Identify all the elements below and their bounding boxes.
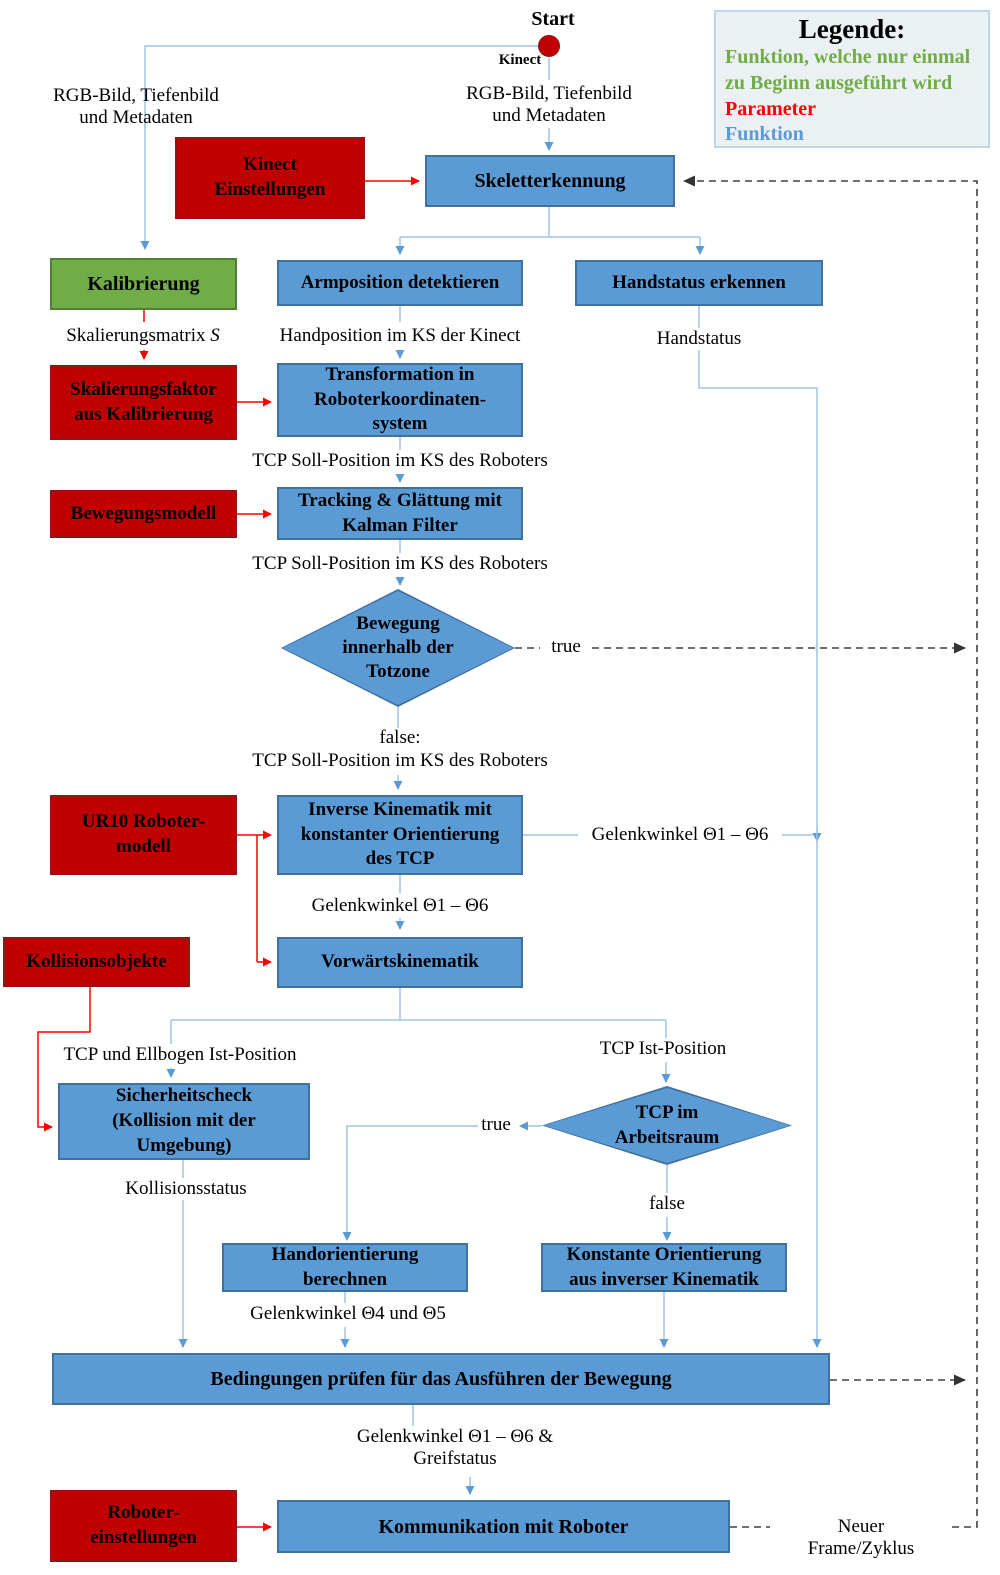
start-label: Start: [531, 8, 575, 30]
legend-item-parameter: Parameter: [725, 97, 817, 120]
label-true-totzone: true: [551, 636, 581, 657]
node-bedingungen: Bedingungen prüfen für das Ausführen der…: [52, 1353, 830, 1405]
node-ur10-modell: UR10 Roboter- modell: [50, 795, 237, 875]
label-tcp-ist: TCP Ist-Position: [599, 1038, 727, 1059]
node-kommunikation: Kommunikation mit Roboter: [277, 1500, 730, 1553]
node-handorientierung: Handorientierung berechnen: [222, 1243, 468, 1292]
node-armposition: Armposition detektieren: [277, 260, 523, 306]
node-inverse-kinematik: Inverse Kinematik mit konstanter Orienti…: [277, 795, 523, 875]
label-handposition: Handposition im KS der Kinect: [279, 325, 521, 346]
edge-true-to-handorientierung: [342, 1125, 478, 1241]
node-handstatus-erkennen: Handstatus erkennen: [575, 260, 823, 306]
label-tcp-soll-2: TCP Soll-Position im KS des Roboters: [252, 553, 548, 574]
node-kollisionsobjekte: Kollisionsobjekte: [3, 937, 190, 987]
node-transformation: Transformation in Roboterkoordinaten- sy…: [277, 363, 523, 437]
node-sicherheitscheck: Sicherheitscheck (Kollision mit der Umge…: [58, 1083, 310, 1160]
node-bewegungsmodell: Bewegungsmodell: [50, 490, 237, 538]
label-gelenkwinkel-greif: Gelenkwinkel Θ1 – Θ6 & Greifstatus: [356, 1426, 554, 1470]
label-gelenkwinkel-below: Gelenkwinkel Θ1 – Θ6: [311, 895, 489, 916]
legend-box: Legende: Funktion, welche nur einmal zu …: [714, 10, 990, 148]
node-skalierungsfaktor: Skalierungsfaktor aus Kalibrierung: [50, 365, 237, 440]
node-kalibrierung: Kalibrierung: [50, 258, 237, 310]
arbeitsraum-diamond: TCP im Arbeitsraum: [544, 1088, 790, 1163]
node-vorwaertskinematik: Vorwärtskinematik: [277, 937, 523, 988]
edge-vorwaerts-split: [170, 988, 667, 1044]
edge-cycle-loop: [683, 175, 978, 1528]
kinect-label: Kinect: [498, 52, 542, 68]
node-konstante-orientierung: Konstante Orientierung aus inverser Kine…: [541, 1243, 787, 1292]
edge-kollisionsobjekte-to-check: [37, 987, 91, 1132]
edge-skelett-split: [400, 207, 700, 238]
label-gelenkwinkel-45: Gelenkwinkel Θ4 und Θ5: [250, 1303, 446, 1324]
label-false-arbeitsraum: false: [649, 1193, 685, 1214]
label-gelenkwinkel-right: Gelenkwinkel Θ1 – Θ6: [591, 824, 769, 845]
label-rgb-mid: RGB-Bild, Tiefenbild und Metadaten: [466, 83, 632, 127]
node-kinect-einstellungen: Kinect Einstellungen: [175, 137, 365, 219]
label-false-totzone: false:: [379, 727, 421, 748]
node-totzone-decision: Bewegung innerhalb der Totzone: [281, 589, 515, 707]
edge-start-to-kalibrierung: [140, 45, 546, 250]
start-dot: [538, 35, 560, 57]
label-true-arbeitsraum: true: [481, 1114, 511, 1135]
label-rgb-left: RGB-Bild, Tiefenbild und Metadaten: [53, 85, 219, 129]
label-neuer-frame: Neuer Frame/Zyklus: [807, 1516, 915, 1560]
edge-handstatus-long: [698, 350, 822, 1348]
label-tcp-ellbogen: TCP und Ellbogen Ist-Position: [63, 1044, 297, 1065]
legend-item-init-function: Funktion, welche nur einmal zu Beginn au…: [725, 46, 971, 94]
node-roboter-einstellungen: Roboter- einstellungen: [50, 1490, 237, 1562]
totzone-diamond: Bewegung innerhalb der Totzone: [283, 591, 513, 705]
node-skeletterkennung: Skeletterkennung: [425, 155, 675, 207]
blue-flow-edges: [140, 45, 822, 1495]
node-tracking: Tracking & Glättung mit Kalman Filter: [277, 487, 523, 540]
label-tcp-soll-3: TCP Soll-Position im KS des Roboters: [252, 750, 548, 771]
dashed-cycle-edges: [515, 175, 978, 1528]
label-handstatus: Handstatus: [656, 328, 742, 349]
label-kollisionsstatus: Kollisionsstatus: [125, 1178, 247, 1199]
red-parameter-edges: [37, 176, 420, 1532]
legend-item-function: Funktion: [725, 123, 804, 146]
label-skalierungsmatrix: Skalierungsmatrix S: [66, 325, 220, 346]
node-arbeitsraum-decision: TCP im Arbeitsraum: [542, 1086, 792, 1165]
legend-title: Legende:: [798, 14, 906, 44]
label-tcp-soll-1: TCP Soll-Position im KS des Roboters: [252, 450, 548, 471]
